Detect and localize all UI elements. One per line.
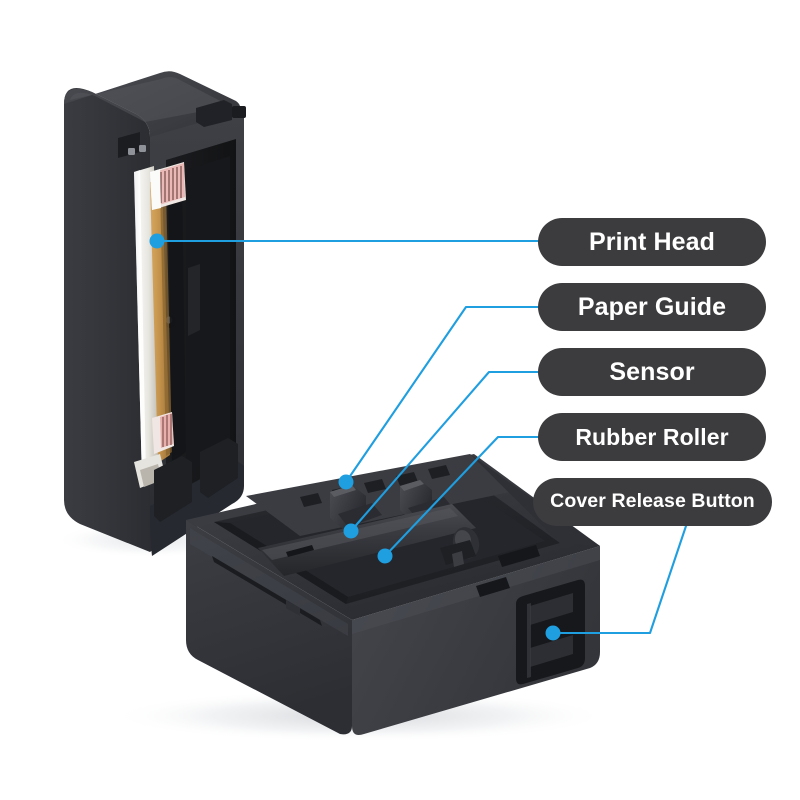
- ribbon-connector-bottom: [152, 412, 174, 454]
- lid-outer-face: [64, 88, 150, 552]
- roller-end-cap: [440, 540, 476, 567]
- leader-paper-guide: [344, 305, 540, 484]
- hotspot-paper-guide[interactable]: [335, 471, 357, 493]
- leader-rubber-roller: [383, 435, 540, 558]
- leader-sensor: [349, 370, 540, 533]
- callout-label-rubber-roller: Rubber Roller: [575, 423, 729, 450]
- leader-lines: [155, 239, 688, 635]
- hotspot-rubber-roller[interactable]: [374, 545, 396, 567]
- callout-print-head[interactable]: Print Head: [538, 218, 766, 266]
- callout-label-cover-release-button: Cover Release Button: [550, 490, 755, 513]
- print-head-assembly: [134, 162, 186, 488]
- lid-cavity-back: [186, 156, 230, 476]
- callout-label-print-head: Print Head: [588, 227, 716, 256]
- hotspot-cover-release-button[interactable]: [542, 622, 564, 644]
- print-head-shadow-gap: [168, 176, 186, 462]
- hotspot-print-head[interactable]: [146, 230, 168, 252]
- sensor-slot: [286, 545, 314, 557]
- anchor-dot-print-head: [149, 233, 165, 249]
- printer-body: [186, 454, 600, 735]
- anchor-dot-sensor: [343, 523, 359, 539]
- anchor-dots: [149, 233, 561, 641]
- print-head-flex-shade: [160, 184, 172, 456]
- ribbon-connector-top: [150, 162, 186, 210]
- anchor-dot-cover-release-button: [545, 625, 561, 641]
- body-right-end-shade: [352, 546, 600, 634]
- callout-rubber-roller[interactable]: Rubber Roller: [538, 413, 766, 461]
- lid-contact-pad-a: [128, 148, 135, 155]
- leader-cover-release-button: [551, 524, 688, 635]
- body-end-slots: [476, 545, 540, 597]
- print-head-bar-edge: [134, 170, 146, 480]
- lid-hinge-pin: [232, 106, 246, 118]
- lid-hinge-block-right: [200, 438, 238, 498]
- callout-cover-release-button[interactable]: Cover Release Button: [533, 478, 772, 526]
- body-front-face: [186, 520, 352, 735]
- callout-label-paper-guide: Paper Guide: [577, 292, 727, 321]
- hotspot-sensor[interactable]: [340, 520, 362, 542]
- callout-label-sensor: Sensor: [609, 357, 695, 386]
- printer-lid: [64, 71, 246, 556]
- anchor-dot-rubber-roller: [377, 548, 393, 564]
- callout-sensor[interactable]: Sensor: [538, 348, 766, 396]
- anchor-dot-paper-guide: [338, 474, 354, 490]
- lid-contact-pad-b: [139, 145, 146, 152]
- lid-hinge-block-left: [154, 456, 192, 522]
- lid-cavity-rib: [188, 264, 200, 336]
- lid-hinge-lug-upper: [196, 100, 232, 127]
- callout-paper-guide[interactable]: Paper Guide: [538, 283, 766, 331]
- lid-top-highlight: [70, 77, 230, 122]
- body-front-highlight: [190, 528, 348, 636]
- body-front-slot-tab: [286, 600, 300, 616]
